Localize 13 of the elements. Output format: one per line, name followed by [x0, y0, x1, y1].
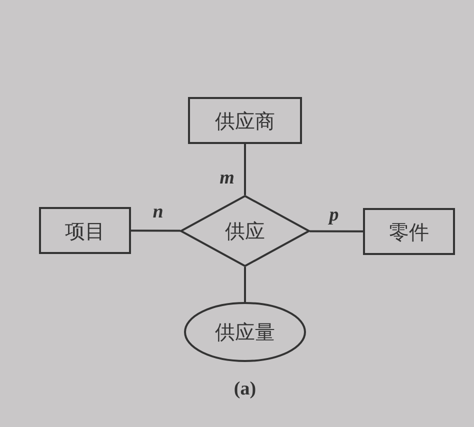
cardinality-label: p [329, 206, 339, 224]
cardinality-label: m [220, 168, 234, 188]
connector-line [310, 230, 363, 232]
relationship-diamond: 供应 [180, 195, 310, 267]
connector-line [131, 230, 180, 232]
cardinality-label: n [152, 202, 164, 222]
entity-box: 零件 [363, 208, 455, 255]
entity-box: 项目 [39, 207, 131, 254]
caption: (a) [234, 380, 256, 398]
connector-line [244, 144, 246, 195]
entity-box: 供应商 [188, 97, 302, 144]
attribute-ellipse: 供应量 [184, 302, 306, 362]
connector-line [244, 267, 246, 302]
